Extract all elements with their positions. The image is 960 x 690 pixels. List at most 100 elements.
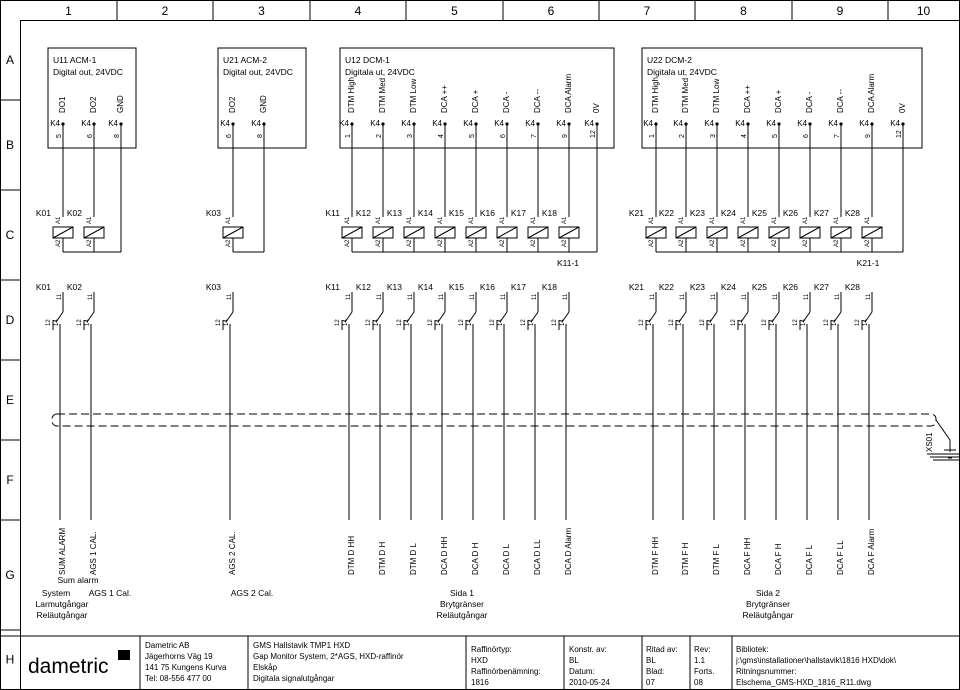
contact-pin-11: 11: [742, 293, 748, 300]
module-terminal-label: K4: [584, 119, 594, 128]
module-pin-signal-GND: GND: [116, 95, 125, 113]
relay-contact-label-K14: K14: [418, 282, 433, 292]
grid-col-label-9: 9: [837, 4, 844, 18]
coil-pin-a2: A2: [469, 239, 475, 247]
output-label: DCA F HH: [743, 537, 752, 575]
module-box-U11: [47, 47, 137, 149]
caption-sida1: Brytgränser: [440, 599, 484, 609]
coil-pin-a1: A1: [56, 216, 62, 224]
grid-row-label-B: B: [6, 138, 14, 152]
module-terminal-label: K4: [81, 119, 91, 128]
coil-pin-a2: A2: [407, 239, 413, 247]
module-pin-number: 1: [345, 134, 352, 138]
module-terminal-label: K4: [828, 119, 838, 128]
coil-pin-a2: A2: [376, 239, 382, 247]
contact-pin-12: 12: [731, 319, 737, 326]
contact-pin-14: 14: [647, 319, 653, 326]
relay-contact-label-K21: K21: [629, 282, 644, 292]
module-pin-signal-DTMHigh: DTM High: [651, 77, 660, 113]
relay-coils-layer: K01A1A2K02A1A2K03A1A2K11A1A2K12A1A2K13A1…: [36, 208, 903, 268]
relay-coil-label-K11: K11: [326, 208, 341, 218]
module-pin-signal-DCA: DCA +: [774, 89, 783, 113]
module-pin-signal-DO2: DO2: [89, 96, 98, 113]
module-pin-signal-DTMLow: DTM Low: [712, 79, 721, 113]
relay-contact-label-K16: K16: [480, 282, 495, 292]
relay-coil-label-K13: K13: [387, 208, 402, 218]
output-label: DCA D L: [502, 543, 511, 575]
relay-contact-label-K13: K13: [387, 282, 402, 292]
coil-pin-a2: A2: [438, 239, 444, 247]
module-terminal-label: K4: [494, 119, 504, 128]
coil-diagonal: [527, 226, 549, 239]
coil-pin-a2: A2: [741, 239, 747, 247]
module-terminal-label: K4: [463, 119, 473, 128]
project-line: Elskåp: [253, 663, 278, 672]
relay-contact-label-K26: K26: [783, 282, 798, 292]
contact-switch-blade: [561, 311, 570, 323]
relay-coil-label-K01: K01: [36, 208, 51, 218]
module-pin-number: 6: [803, 134, 810, 138]
coil-diagonal: [737, 226, 759, 239]
contact-switch-blade: [833, 311, 842, 323]
contact-pin-12: 12: [46, 319, 52, 326]
grid-col-label-4: 4: [355, 4, 362, 18]
module-pin-number: 5: [772, 134, 779, 138]
contact-switch-blade: [55, 311, 64, 323]
module-pin-number: 4: [741, 134, 748, 138]
output-label: DTM F HH: [651, 537, 660, 575]
company-logo: dametric: [28, 655, 109, 678]
coil-pin-a2: A2: [531, 239, 537, 247]
coil-pin-a1: A1: [803, 216, 809, 224]
coil-pin-a1: A1: [741, 216, 747, 224]
contact-pin-11: 11: [57, 293, 63, 300]
module-subtitle-U22: Digitala ut, 24VDC: [647, 67, 717, 77]
grid-col-label-5: 5: [451, 4, 458, 18]
coil-pin-a1: A1: [226, 216, 232, 224]
output-label: DCA F L: [805, 544, 814, 575]
caption-ags2: AGS 2 Cal.: [231, 588, 274, 598]
module-pin-number: 5: [469, 134, 476, 138]
inner-border: [20, 20, 960, 690]
module-pin-number: 2: [679, 134, 686, 138]
contact-pin-14: 14: [739, 319, 745, 326]
module-pin-signal-DCA: DCA --: [836, 89, 845, 113]
coil-diagonal: [675, 226, 697, 239]
contact-pin-11: 11: [501, 293, 507, 300]
module-subtitle-U11: Digital out, 24VDC: [53, 67, 123, 77]
grid-row-label-C: C: [6, 228, 15, 242]
relay-contact-label-K12: K12: [356, 282, 371, 292]
output-label: DCA D H: [471, 542, 480, 575]
relay-contact-label-K11: K11: [326, 282, 341, 292]
contact-pin-11: 11: [680, 293, 686, 300]
module-box-U12: [339, 47, 615, 149]
module-pin-signal-DCA: DCA ++: [743, 85, 752, 113]
grid-col-label-8: 8: [740, 4, 747, 18]
relay-coil-label-K23: K23: [690, 208, 705, 218]
caption-ags1: AGS 1 Cal.: [89, 588, 132, 598]
contact-switch-blade: [709, 311, 718, 323]
caption-sida1: Sida 1: [450, 588, 474, 598]
module-pin-number: 6: [500, 134, 507, 138]
coil-diagonal: [861, 226, 883, 239]
relay-contact-label-K02: K02: [67, 282, 82, 292]
contact-pin-12: 12: [552, 319, 558, 326]
module-terminal-label: K4: [735, 119, 745, 128]
module-subtitle-U12: Digitala ut, 24VDC: [345, 67, 415, 77]
contact-pin-14: 14: [498, 319, 504, 326]
output-label: DTM D L: [409, 542, 418, 575]
contact-pin-14: 14: [343, 319, 349, 326]
coil-pin-a2: A2: [710, 239, 716, 247]
contact-pin-11: 11: [711, 293, 717, 300]
contact-pin-11: 11: [804, 293, 810, 300]
caption-relautgangar: Reläutgångar: [36, 610, 87, 620]
forts-label: Forts.: [694, 667, 714, 676]
contact-switch-blade: [225, 311, 234, 323]
caption-larmutgangar: Larmutgångar: [36, 599, 89, 609]
coil-diagonal: [465, 226, 487, 239]
contact-pin-11: 11: [532, 293, 538, 300]
output-label: AGS 2 CAL.: [228, 531, 237, 575]
output-label: DTM D HH: [347, 536, 356, 575]
